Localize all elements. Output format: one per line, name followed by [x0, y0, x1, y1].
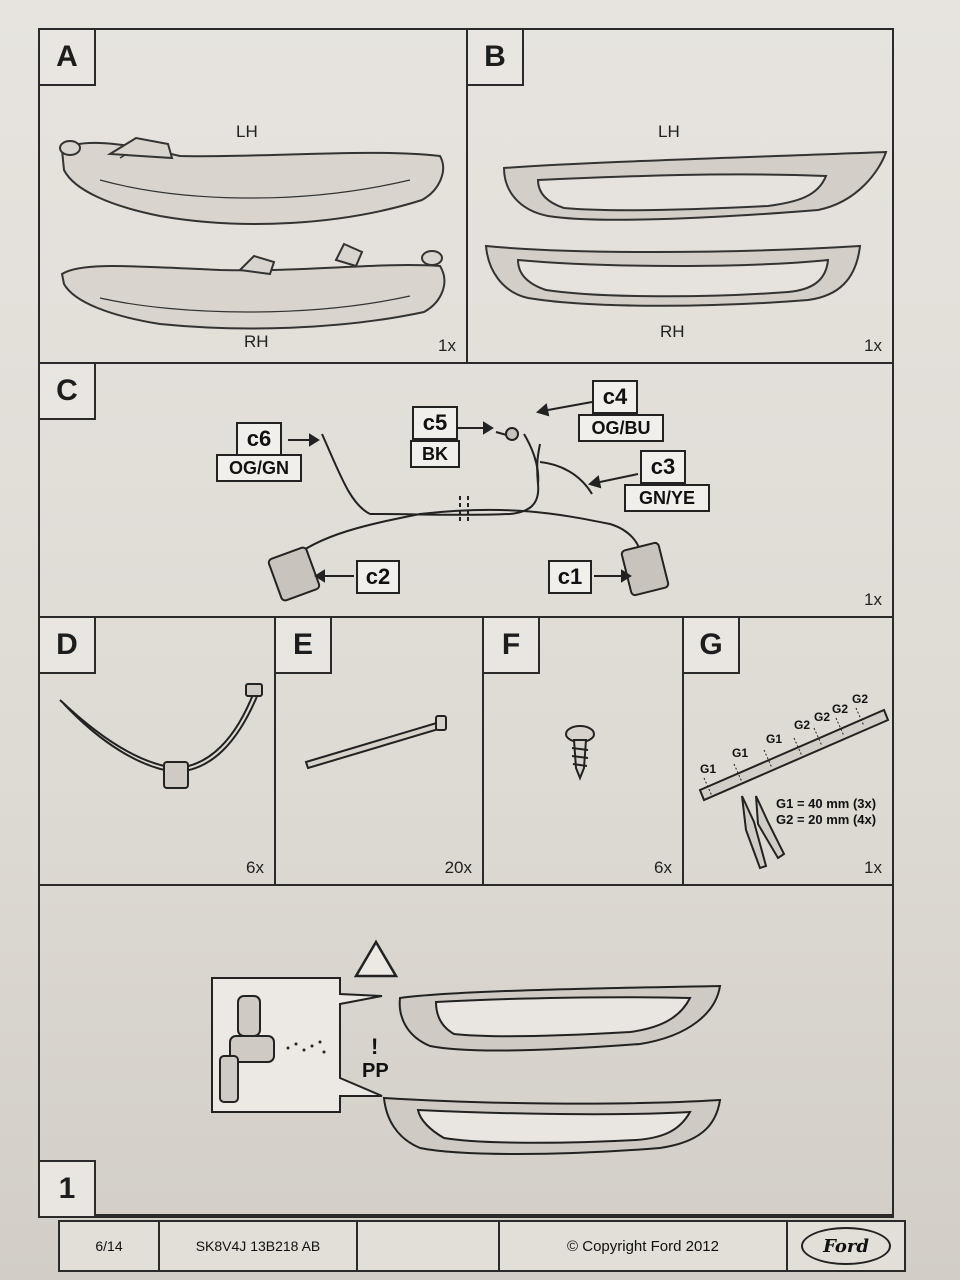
fog-lamp-illustration: [59, 136, 446, 330]
g-mark-1: G1: [700, 762, 717, 776]
copyright-text: © Copyright Ford 2012: [567, 1237, 719, 1255]
panel-d: D 6x: [38, 616, 276, 886]
label-c3: c3: [640, 450, 686, 484]
page-number: 6/14: [95, 1238, 123, 1254]
screw-illustration: [565, 725, 595, 781]
footer-copyright: © Copyright Ford 2012: [500, 1222, 788, 1270]
label-c4: c4: [592, 380, 638, 414]
panel-b-quantity: 1x: [864, 336, 882, 355]
panel-e-letter: E: [274, 616, 332, 674]
panel-b-letter: B: [466, 28, 524, 86]
label-c1: c1: [548, 560, 592, 594]
panel-e-quantity: 20x: [444, 858, 472, 877]
label-c2: c2: [356, 560, 400, 594]
footer-page: 6/14: [60, 1222, 160, 1270]
footer: 6/14 SK8V4J 13B218 AB © Copyright Ford 2…: [58, 1220, 906, 1272]
label-c5-color: BK: [410, 440, 460, 468]
panel-g: G 1x G1 G1 G1 G2 G2 G2 G2: [682, 616, 894, 886]
panel-b: B LH RH 1x: [466, 28, 894, 364]
panel-c-letter: C: [38, 362, 96, 420]
panel-c: C 1x: [38, 362, 894, 618]
ford-logo: Ford: [801, 1227, 891, 1265]
panel-a: A LH RH 1x: [38, 28, 468, 364]
g-mark-5: G2: [814, 710, 831, 724]
panel-e: E 20x: [274, 616, 484, 886]
cable-tie-illustration: [304, 715, 447, 770]
panel-a-rh-label: RH: [244, 332, 269, 351]
footer-logo: Ford: [788, 1222, 904, 1270]
part-number: SK8V4J 13B218 AB: [195, 1238, 321, 1254]
g-spec-1: G1 = 40 mm (3x): [776, 796, 877, 811]
panel-g-letter: G: [682, 616, 740, 674]
panel-a-lh-label: LH: [236, 122, 258, 141]
label-c4-color: OG/BU: [578, 414, 664, 442]
panel-f-letter: F: [482, 616, 540, 674]
g-mark-2: G1: [732, 746, 749, 760]
footer-blank: [358, 1222, 500, 1270]
warning-icon: !: [371, 1034, 379, 1059]
panel-c-quantity: 1x: [864, 590, 882, 609]
panel-d-letter: D: [38, 616, 96, 674]
label-c5: c5: [412, 406, 458, 440]
cable-tie-clip-illustration: [59, 683, 263, 789]
paint-warning-label: PP: [362, 1060, 389, 1082]
step-1-number: 1: [38, 1160, 96, 1218]
label-c6-color: OG/GN: [216, 454, 302, 482]
label-c3-color: GN/YE: [624, 484, 710, 512]
panel-a-quantity: 1x: [438, 336, 456, 355]
bezel-illustration: [484, 150, 888, 307]
g-spec-2: G2 = 20 mm (4x): [776, 812, 877, 827]
panel-b-rh-label: RH: [660, 322, 685, 341]
g-mark-7: G2: [852, 692, 869, 706]
ford-logo-text: Ford: [823, 1235, 869, 1257]
panel-f: F 6x: [482, 616, 684, 886]
g-mark-3: G1: [766, 732, 783, 746]
panel-f-quantity: 6x: [654, 858, 672, 877]
paint-step-illustration: [211, 939, 722, 1155]
wiring-harness-illustration: [267, 401, 670, 602]
label-c6: c6: [236, 422, 282, 456]
step-1-panel: ! PP 1: [38, 884, 894, 1218]
cutting-guide-illustration: [698, 707, 890, 870]
g-mark-6: G2: [832, 702, 849, 716]
g-mark-4: G2: [794, 718, 811, 732]
panel-g-quantity: 1x: [864, 858, 882, 877]
panel-d-quantity: 6x: [246, 858, 264, 877]
panel-b-lh-label: LH: [658, 122, 680, 141]
panel-a-letter: A: [38, 28, 96, 86]
footer-part: SK8V4J 13B218 AB: [160, 1222, 358, 1270]
